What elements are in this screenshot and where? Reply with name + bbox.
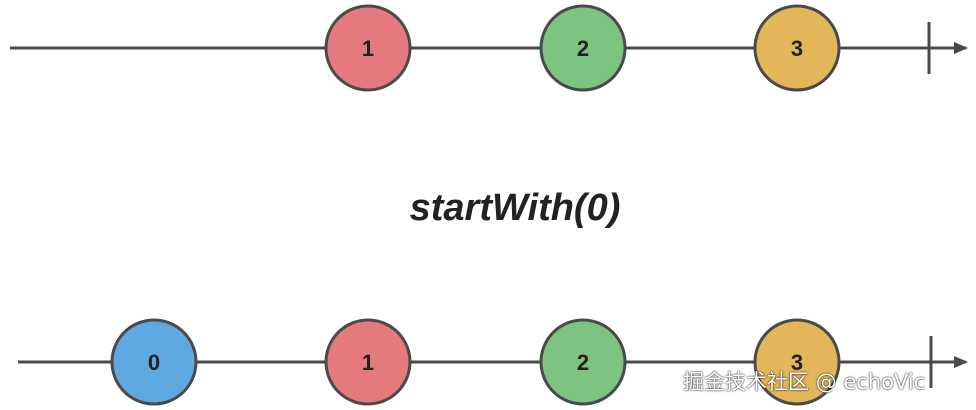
marble-label: 0	[148, 350, 160, 375]
result-stream-marble: 0	[110, 318, 198, 406]
source-stream: 1 2 3	[10, 4, 968, 92]
marble-label: 1	[362, 350, 374, 375]
result-marbles: 0 1 2 3	[110, 318, 841, 406]
result-stream-marble: 2	[539, 318, 627, 406]
marble-label: 3	[791, 350, 803, 375]
result-stream-marble: 3	[753, 318, 841, 406]
source-stream-marble: 2	[539, 4, 627, 92]
marble-label: 2	[577, 36, 589, 61]
result-stream: 0 1 2 3	[18, 318, 968, 406]
marble-circle	[753, 318, 841, 406]
source-stream-marble: 1	[324, 4, 412, 92]
result-stream-marble: 1	[324, 318, 412, 406]
marble-circle	[753, 4, 841, 92]
source-stream-marble: 3	[753, 4, 841, 92]
marble-circle	[324, 4, 412, 92]
marble-circle	[539, 4, 627, 92]
marble-circle	[539, 318, 627, 406]
marble-label: 3	[791, 36, 803, 61]
source-marbles: 1 2 3	[324, 4, 841, 92]
marble-label: 2	[577, 350, 589, 375]
marble-label: 1	[362, 36, 374, 61]
marble-circle	[324, 318, 412, 406]
marble-circle	[110, 318, 198, 406]
operator-label: startWith(0)	[410, 187, 621, 229]
